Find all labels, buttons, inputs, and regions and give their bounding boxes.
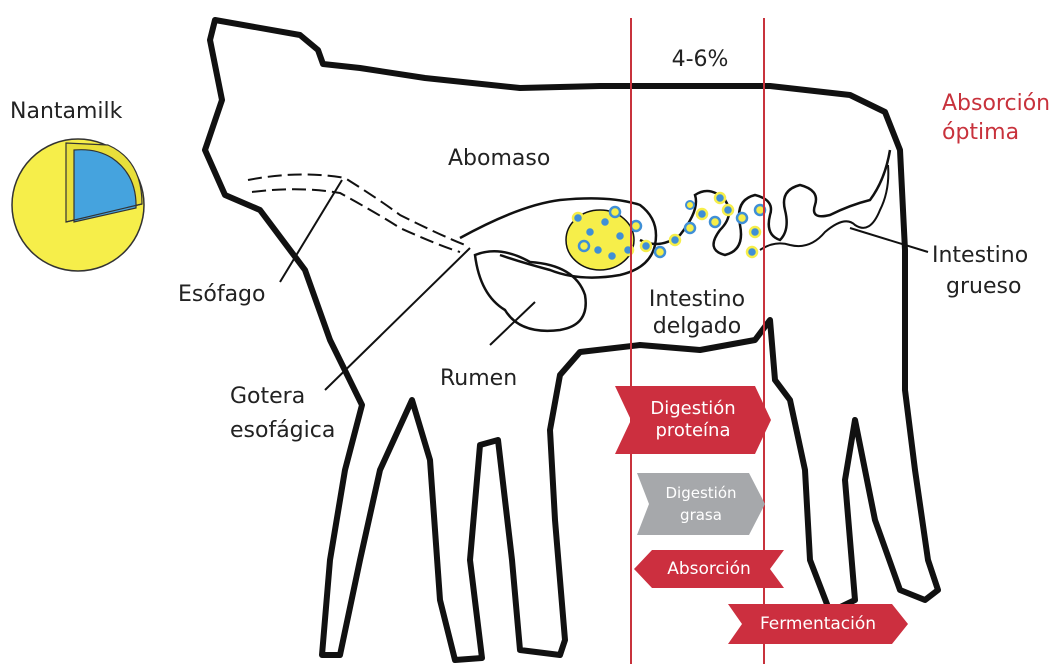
product-name: Nantamilk <box>10 98 122 125</box>
large-intestine-label-line2: grueso <box>946 273 1021 300</box>
absorption-tag: Absorción <box>634 550 784 588</box>
large-intestine-label-line1: Intestino <box>932 242 1028 269</box>
fermentation-tag: Fermentación <box>728 604 908 644</box>
esophageal-groove-label-line1: Gotera <box>230 383 305 410</box>
esophageal-groove-label-line2: esofágica <box>230 417 335 444</box>
sphere-cross-section-icon <box>12 139 144 271</box>
protein-digestion-line1: Digestión <box>650 398 735 420</box>
fat-digestion-line1: Digestión <box>665 482 736 504</box>
fermentation-text: Fermentación <box>760 613 876 635</box>
percentage-label: 4-6% <box>665 46 735 73</box>
protein-digestion-line2: proteína <box>650 420 735 442</box>
esophagus-label: Esófago <box>178 281 265 308</box>
absorption-text: Absorción <box>667 558 751 580</box>
abomasum-label: Abomaso <box>448 145 550 172</box>
small-intestine-label-line1: Intestino <box>632 286 762 313</box>
calf-silhouette-icon <box>205 20 938 660</box>
fat-digestion-line2: grasa <box>665 504 736 526</box>
protein-digestion-tag: Digestión proteína <box>615 386 771 454</box>
protein-digestion-text: Digestión proteína <box>650 398 735 442</box>
fat-digestion-tag: Digestión grasa <box>637 473 765 535</box>
fat-digestion-text: Digestión grasa <box>665 482 736 526</box>
rumen-label: Rumen <box>440 365 517 392</box>
optimal-absorption-label-line2: óptima <box>942 119 1019 146</box>
small-intestine-label-line2: delgado <box>632 313 762 340</box>
optimal-absorption-label-line1: Absorción <box>942 90 1050 117</box>
